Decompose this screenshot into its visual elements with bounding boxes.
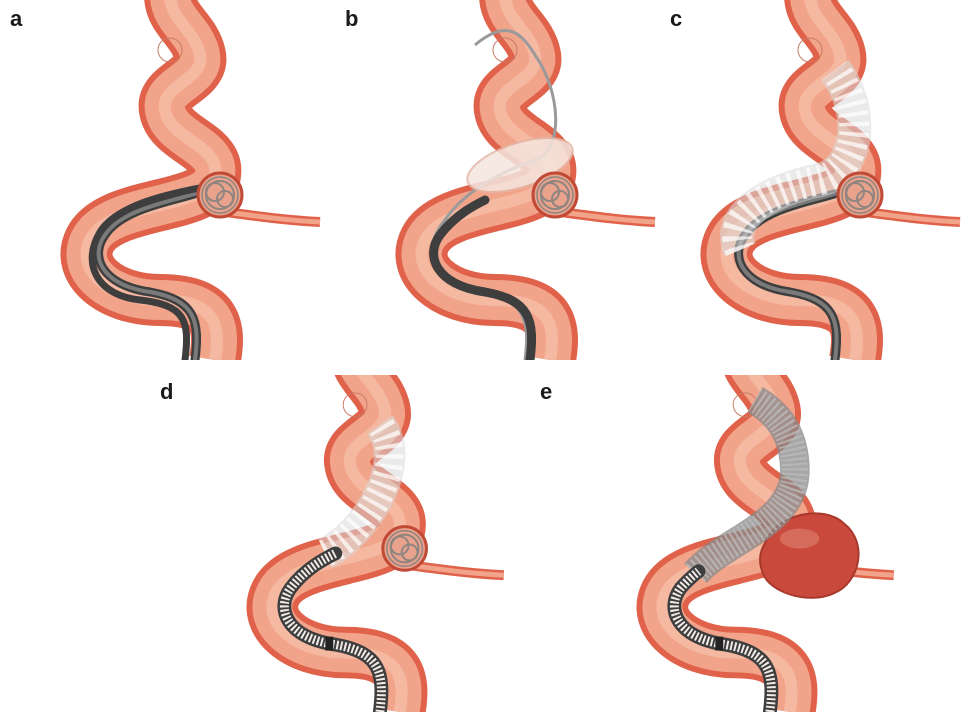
coil-mass-icon [198, 173, 242, 217]
panel-label-e: e [540, 381, 552, 403]
panel-c: c [650, 0, 973, 360]
panel-e: e [530, 375, 860, 712]
panel-a: a [0, 0, 320, 360]
coil-mass-icon [838, 173, 882, 217]
panel-label-d: d [160, 381, 173, 403]
panel-b: b [320, 0, 650, 360]
panel-d: d [150, 375, 480, 712]
coil-mass-icon [533, 173, 577, 217]
carotid-siphon-illustration [590, 375, 920, 712]
carotid-siphon-illustration [200, 375, 530, 712]
coil-mass-icon [383, 527, 427, 571]
carotid-siphon-illustration [20, 0, 340, 360]
carotid-siphon-illustration [660, 0, 973, 360]
carotid-siphon-illustration [350, 0, 680, 360]
